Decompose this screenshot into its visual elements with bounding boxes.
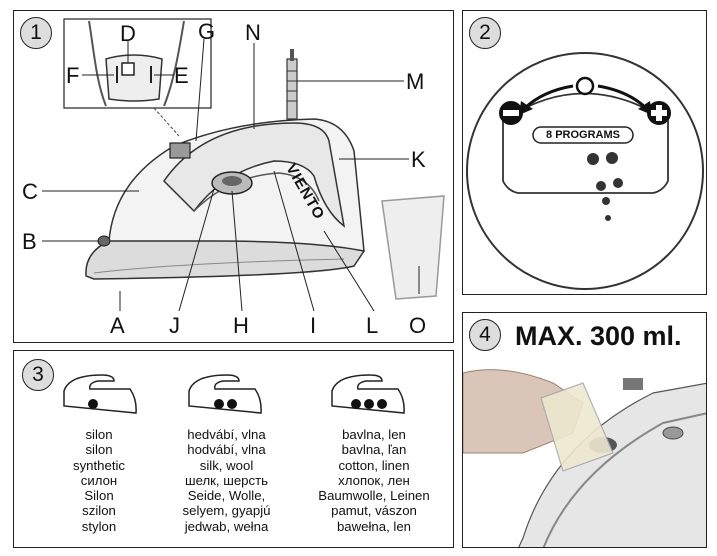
label-e: E xyxy=(174,63,189,88)
iron-illustration xyxy=(42,18,445,312)
max-capacity-title: MAX. 300 ml. xyxy=(515,321,682,351)
programs-label: 8 PROGRAMS xyxy=(546,129,620,141)
fabric-list-synthetic: silon silon synthetic силон Silon szilon… xyxy=(44,427,154,534)
label-b: B xyxy=(22,229,37,254)
fabric-line: silk, wool xyxy=(199,457,254,473)
panel-filling-water: 4 MAX. 300 ml. xyxy=(462,312,707,548)
fabric-line: silon xyxy=(85,442,113,458)
fabric-line: bavlna, ľan xyxy=(341,442,407,458)
iron-settings-icons xyxy=(63,374,405,414)
label-n: N xyxy=(245,20,261,45)
label-l: L xyxy=(366,313,379,338)
step-number: 2 xyxy=(469,17,501,49)
step-number: 3 xyxy=(22,359,54,391)
fabric-line: stylon xyxy=(81,518,117,534)
fabric-line: selyem, gyapjú xyxy=(182,503,271,519)
filling-photo xyxy=(463,369,706,547)
panel-temperature-dial: 2 8 PROGRAMS xyxy=(462,10,707,295)
plus-circle-icon xyxy=(647,101,671,125)
fabric-line: cotton, linen xyxy=(338,457,410,473)
fabric-line: Baumwolle, Leinen xyxy=(318,488,430,504)
fabric-line: bavlna, len xyxy=(342,427,406,442)
fabric-line: silon xyxy=(85,427,113,442)
panel-fabric-settings: 3 silon silon synthetic силон Silon szil… xyxy=(13,350,454,548)
fabric-line: hedvábí, vlna xyxy=(187,427,266,442)
dial-illustration xyxy=(466,52,704,290)
steam-levels-icon xyxy=(587,152,623,221)
step-number: 1 xyxy=(20,17,52,49)
fabric-line: шелк, шерсть xyxy=(184,472,269,488)
fabric-line: pamut, vászon xyxy=(331,503,417,519)
panel-iron-parts: 1 VIENTO D F E G N M K C B A J H I L O xyxy=(13,10,454,343)
fabric-line: силон xyxy=(80,472,118,488)
fabric-line: jedwab, wełna xyxy=(184,518,269,534)
iron-two-dots-icon xyxy=(188,374,262,414)
fabric-line: hodvábí, vlna xyxy=(187,442,266,458)
label-i: I xyxy=(310,313,317,338)
label-a: A xyxy=(110,313,125,338)
fabric-list-cotton-linen: bavlna, len bavlna, ľan cotton, linen хл… xyxy=(299,427,449,534)
label-m: M xyxy=(406,69,425,94)
label-g: G xyxy=(198,19,216,44)
label-h: H xyxy=(233,313,249,338)
iron-one-dot-icon xyxy=(63,374,137,414)
fabric-line: хлопок, лен xyxy=(338,472,410,488)
label-c: C xyxy=(22,179,38,204)
label-k: K xyxy=(411,147,426,172)
fabric-line: synthetic xyxy=(72,457,126,473)
fabric-line: bawełna, len xyxy=(336,518,412,534)
fabric-line: szilon xyxy=(82,503,116,519)
step-number: 4 xyxy=(469,319,501,351)
label-f: F xyxy=(66,63,80,88)
iron-three-dots-icon xyxy=(331,374,405,414)
fabric-line: Seide, Wolle, xyxy=(187,488,266,504)
fabric-list-silk-wool: hedvábí, vlna hodvábí, vlna silk, wool ш… xyxy=(154,427,299,534)
label-o: O xyxy=(409,313,427,338)
fabric-line: Silon xyxy=(84,488,114,504)
label-d: D xyxy=(120,21,136,46)
minus-circle-icon xyxy=(499,101,523,125)
label-j: J xyxy=(169,313,180,338)
